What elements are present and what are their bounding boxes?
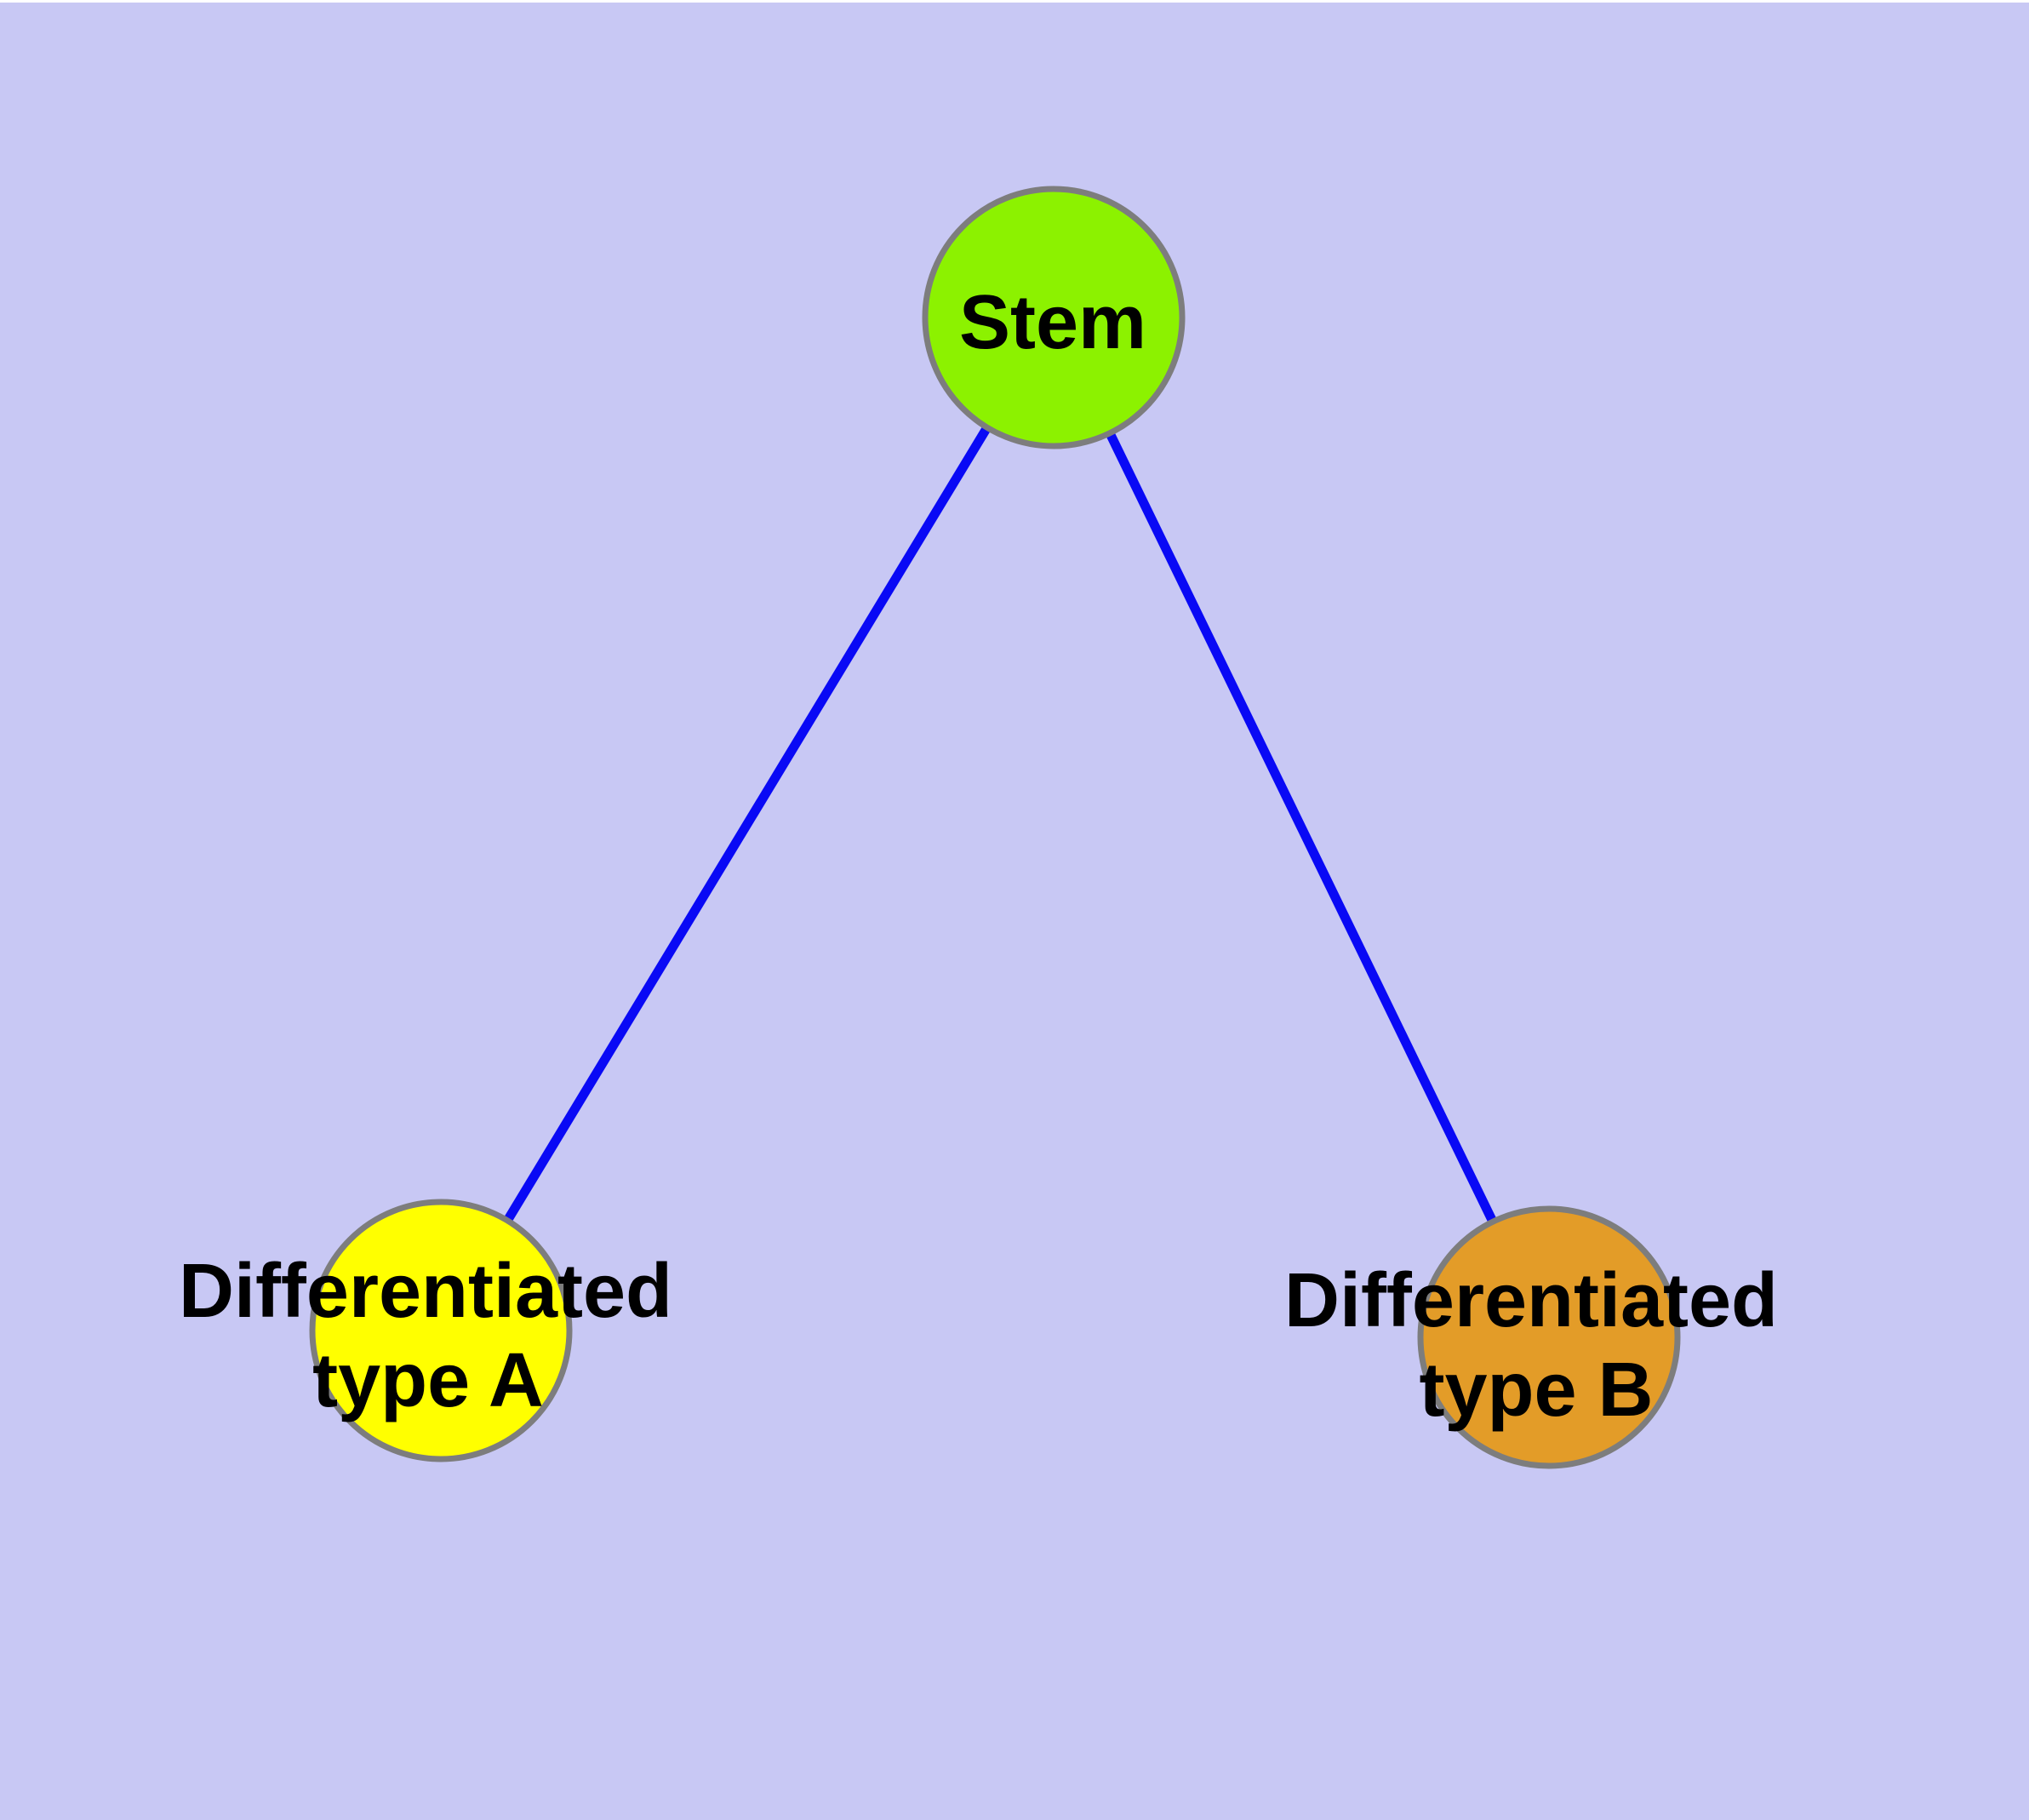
edge-stem-to-type-a xyxy=(437,315,1058,1333)
node-type-b-label-line-1: Differentiated xyxy=(1284,1258,1778,1343)
canvas-top-strip xyxy=(0,0,2029,3)
edge-stem-to-type-b xyxy=(1049,315,1553,1340)
node-stem-label: Stem xyxy=(959,280,1146,365)
node-type-a-label-line-2: type A xyxy=(312,1338,544,1423)
node-type-a-circle xyxy=(309,1199,573,1462)
node-type-b-label-line-2: type B xyxy=(1419,1348,1653,1433)
node-type-b-circle xyxy=(1417,1205,1681,1469)
node-stem-circle xyxy=(922,186,1186,449)
node-type-a-label-line-1: Differentiated xyxy=(179,1249,672,1334)
